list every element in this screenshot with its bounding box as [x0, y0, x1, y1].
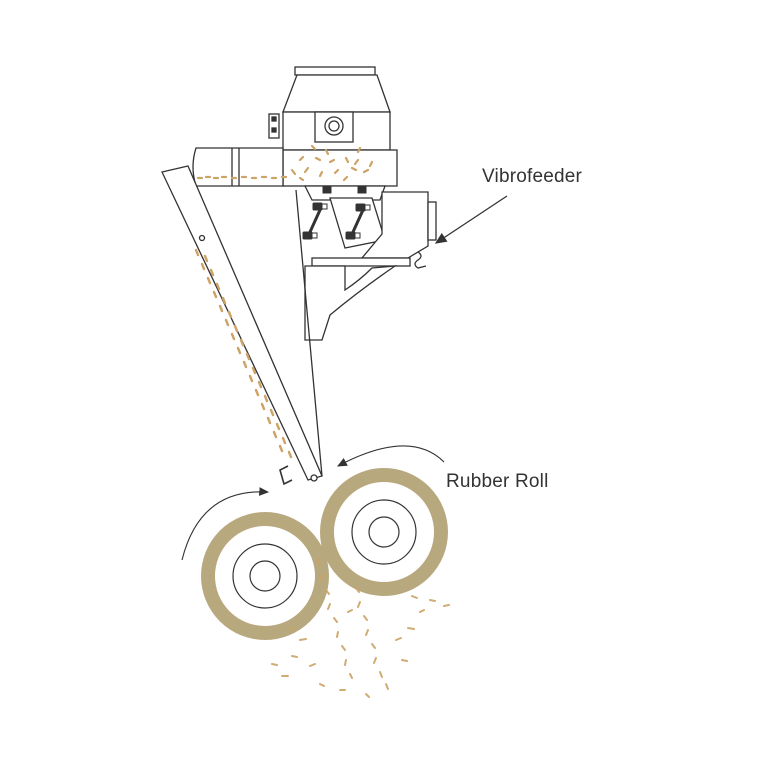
grain-flow-chamber [196, 144, 374, 182]
vibrofeeder-label: Vibrofeeder [482, 166, 583, 187]
grain-flow-chute [194, 248, 293, 459]
valve-wheel-inner [328, 120, 340, 132]
feed-box [282, 149, 398, 187]
feed-pipe [192, 147, 284, 187]
chute [161, 165, 323, 486]
feed-chamber [192, 147, 398, 187]
vibro-bolts [302, 186, 371, 240]
chute-support-line [295, 189, 323, 477]
chute-clip [279, 465, 293, 486]
right-roll-rotation-arrow [337, 445, 445, 467]
grain-flow-output [271, 559, 450, 698]
hopper [268, 66, 391, 151]
hopper-rim [294, 66, 376, 76]
rubber-roll-left [201, 512, 329, 640]
vibro-cable [414, 251, 427, 269]
hopper-funnel [282, 74, 391, 113]
vibro-support-bracket [304, 265, 398, 341]
rubber-roll-right [320, 468, 448, 596]
vibrofeeder-pointer-arrow [434, 195, 508, 244]
rubber-roll-label: Rubber Roll [446, 471, 549, 492]
vibro-base-plate [311, 257, 411, 267]
rotation-arrows [181, 445, 445, 561]
hopper-side-bracket [268, 113, 280, 139]
hopper-valve-box [314, 111, 354, 143]
left-roll-rotation-arrow [181, 487, 270, 561]
vibro-motor-cap [427, 201, 437, 241]
